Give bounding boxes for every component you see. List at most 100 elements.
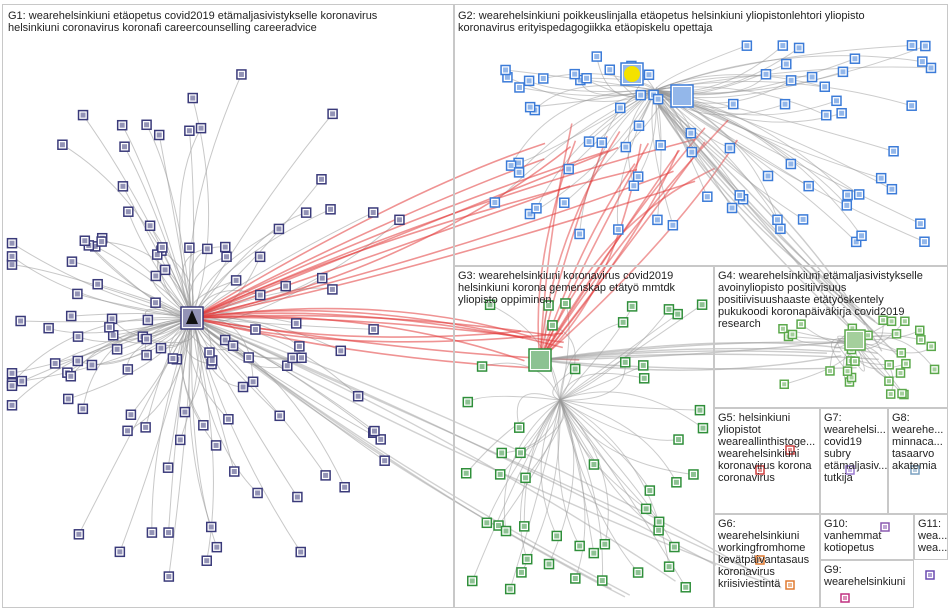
node-g1-avatar xyxy=(298,355,304,361)
node-g3-avatar xyxy=(469,578,475,584)
node-g1-avatar xyxy=(125,428,131,434)
node-g1-avatar xyxy=(9,262,15,268)
node-g3-avatar xyxy=(599,578,605,584)
node-g3-avatar xyxy=(635,570,641,576)
flame-logo-icon xyxy=(186,310,198,324)
edge-bundle-g1-g3 xyxy=(191,317,542,370)
node-g2-avatar xyxy=(635,174,641,180)
node-g1-avatar xyxy=(128,412,134,418)
node-g2-avatar xyxy=(516,160,522,166)
node-g2-avatar xyxy=(922,43,928,49)
node-g4-avatar xyxy=(888,392,893,397)
node-g1-avatar xyxy=(208,524,214,530)
node-g3-avatar xyxy=(518,569,524,575)
node-g2-avatar xyxy=(777,226,783,232)
node-g3-avatar xyxy=(656,527,662,533)
node-g2-avatar xyxy=(845,192,851,198)
node-g3-avatar xyxy=(591,462,597,468)
node-g4-avatar xyxy=(827,368,832,373)
node-g1-avatar xyxy=(166,574,172,580)
node-g2-avatar xyxy=(540,75,546,81)
node-g1-avatar xyxy=(182,409,188,415)
node-g2-avatar xyxy=(527,104,533,110)
edge-g1 xyxy=(191,317,374,330)
node-g3-avatar xyxy=(643,506,649,512)
edge-bundle-g1-g2 xyxy=(191,180,696,319)
node-g1-avatar xyxy=(166,530,172,536)
node-g4-avatar xyxy=(929,344,934,349)
node-g3-avatar xyxy=(521,523,527,529)
group-box-g8 xyxy=(888,408,948,514)
node-g1-avatar xyxy=(80,406,86,412)
node-g3-avatar xyxy=(496,523,502,529)
edge-bundle-g1-g6 xyxy=(191,317,755,573)
node-g4-avatar xyxy=(799,322,804,327)
edge-g3 xyxy=(523,399,561,527)
edge-bundle-g1-g6 xyxy=(191,317,769,585)
node-g3-avatar xyxy=(700,425,706,431)
group-box-g5 xyxy=(714,408,820,514)
node-g2-avatar xyxy=(909,103,915,109)
node-g11-avatar xyxy=(928,573,932,577)
node-g2-avatar xyxy=(704,194,710,200)
node-g1-avatar xyxy=(283,283,289,289)
node-g2-avatar xyxy=(646,72,652,78)
node-g1-avatar xyxy=(276,226,282,232)
node-g1-avatar xyxy=(200,422,206,428)
node-g3-avatar xyxy=(524,556,530,562)
edge-g3 xyxy=(559,309,670,401)
node-g2-avatar xyxy=(566,166,572,172)
node-g3-avatar xyxy=(546,561,552,567)
node-g2-avatar xyxy=(503,67,509,73)
node-g1-avatar xyxy=(209,357,215,363)
edge-g1 xyxy=(191,317,375,432)
node-g3-avatar xyxy=(484,520,490,526)
edge-bundle-g1-g2 xyxy=(191,170,674,319)
node-g1-avatar xyxy=(156,132,162,138)
node-g2-avatar xyxy=(584,75,590,81)
node-g1-avatar xyxy=(338,348,344,354)
node-g2-avatar xyxy=(526,78,532,84)
node-g2-avatar xyxy=(615,227,621,233)
node-g1-avatar xyxy=(206,350,212,356)
edge-g3 xyxy=(465,399,561,474)
node-g1-avatar xyxy=(177,437,183,443)
hub-node-avatar xyxy=(673,87,691,105)
node-g1-avatar xyxy=(52,360,58,366)
node-g2-avatar xyxy=(796,45,802,51)
edge-g2 xyxy=(654,89,804,220)
node-g4-avatar xyxy=(790,332,795,337)
edge-g3 xyxy=(559,399,679,441)
node-g3-avatar xyxy=(497,471,503,477)
node-g1-avatar xyxy=(122,144,128,150)
node-layer xyxy=(6,40,940,603)
node-g1-avatar xyxy=(82,238,88,244)
node-g2-avatar xyxy=(572,71,578,77)
node-g1-avatar xyxy=(165,465,171,471)
node-g1-avatar xyxy=(233,277,239,283)
node-g1-avatar xyxy=(92,243,98,249)
edge-g3 xyxy=(516,393,561,428)
node-g4-avatar xyxy=(902,319,907,324)
node-g1-avatar xyxy=(170,356,176,362)
node-g1-avatar xyxy=(162,267,168,273)
node-g2-avatar xyxy=(492,199,498,205)
node-g4-avatar xyxy=(850,326,855,331)
edge-g3 xyxy=(559,399,677,483)
node-g2-avatar xyxy=(516,169,522,175)
edge-g2 xyxy=(654,89,925,243)
edge-g1 xyxy=(122,186,193,319)
node-g2-avatar xyxy=(527,211,533,217)
edge-bundle-g3-g2 xyxy=(539,123,573,361)
edge-g1 xyxy=(71,261,193,319)
node-g4-avatar xyxy=(881,318,886,323)
edge-g1 xyxy=(179,127,202,319)
edge-bundle-g3-g2 xyxy=(539,141,706,361)
edge-g1 xyxy=(62,144,193,319)
node-g1-avatar xyxy=(114,346,120,352)
node-g4-avatar xyxy=(782,382,787,387)
node-g1-avatar xyxy=(117,549,123,555)
node-g1-avatar xyxy=(330,111,336,117)
node-g4-avatar xyxy=(852,359,857,364)
